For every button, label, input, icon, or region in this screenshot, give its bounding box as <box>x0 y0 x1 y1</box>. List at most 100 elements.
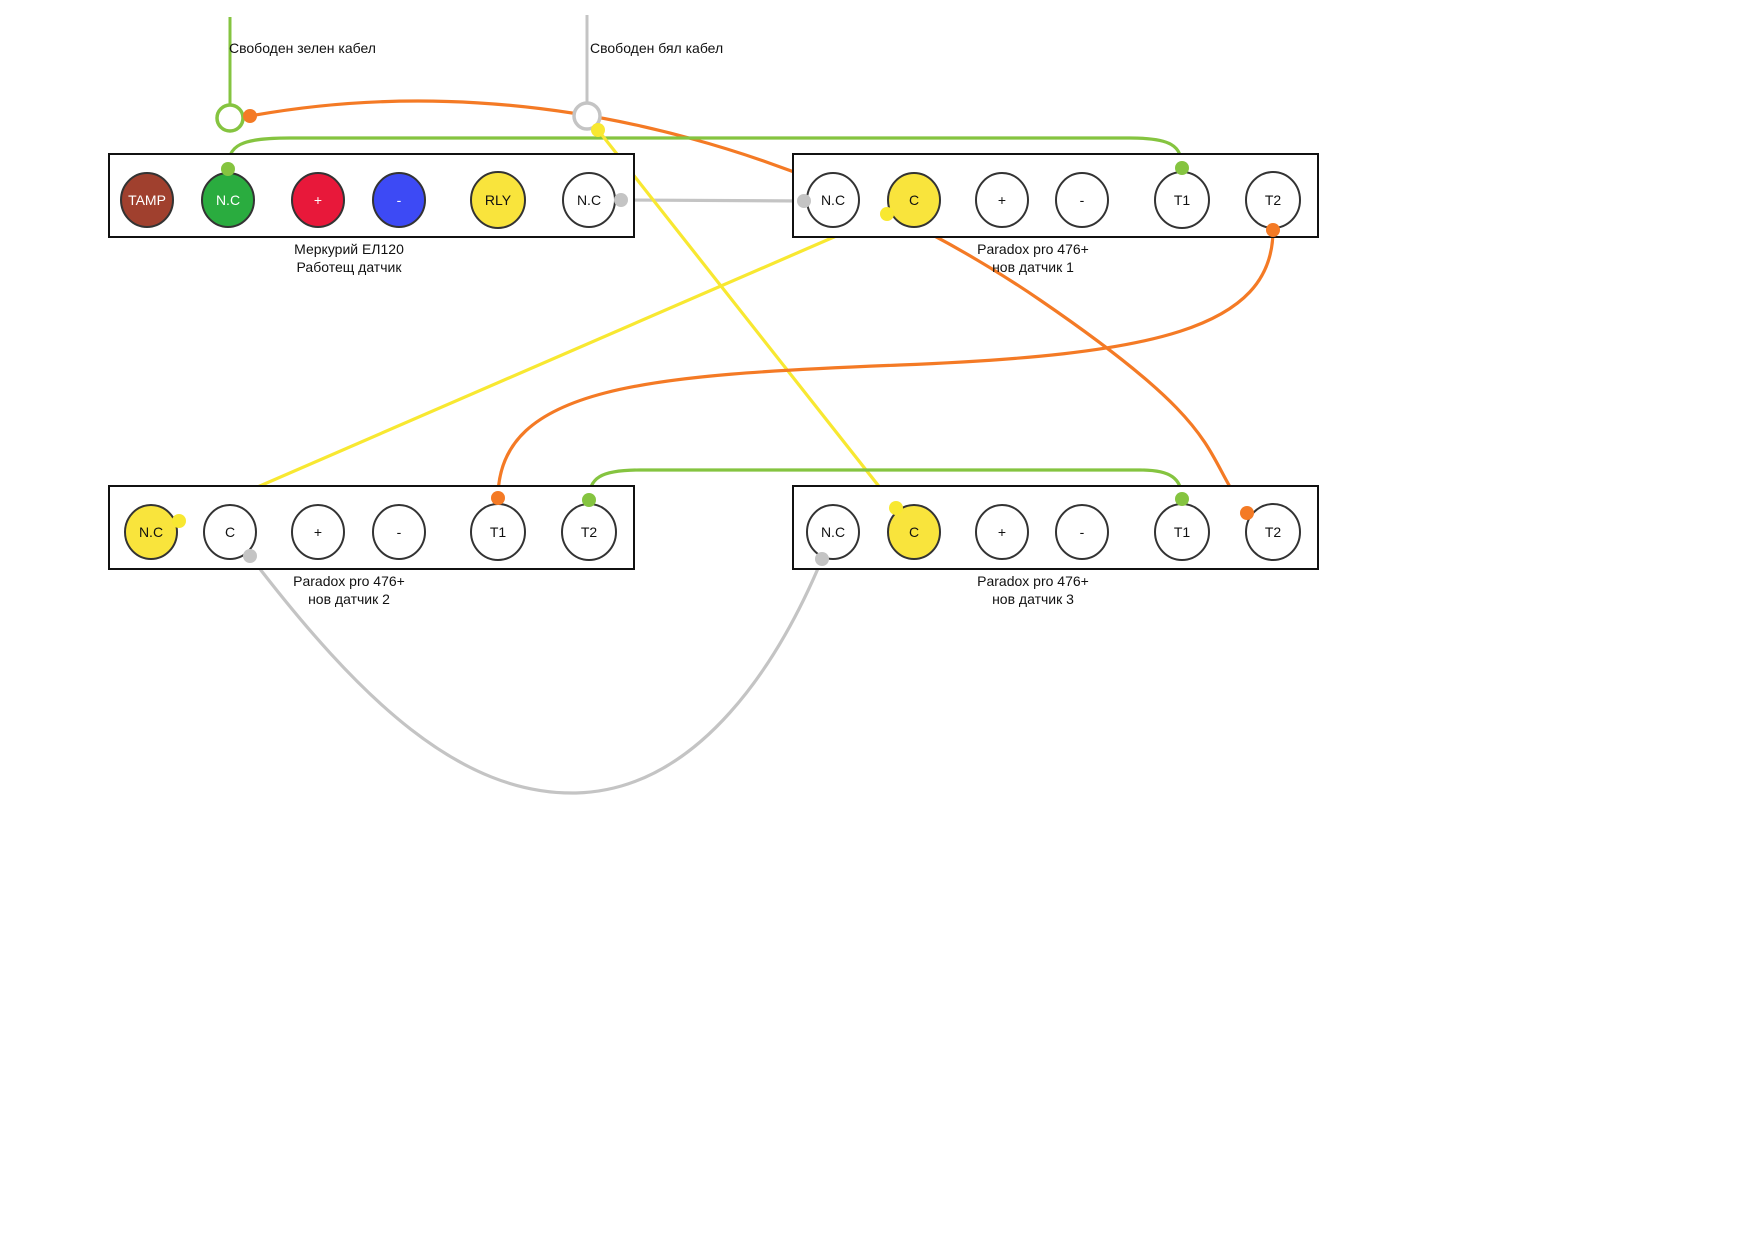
gray-wire-d0-nc-to-d1-nc <box>620 198 805 203</box>
wire-endpoint-dot <box>880 207 894 221</box>
device-box <box>108 485 635 570</box>
wire-endpoint-dot <box>172 514 186 528</box>
terminal-t1: T1 <box>1154 503 1210 561</box>
terminal-t1: T1 <box>470 503 526 561</box>
terminal-rly: RLY <box>470 171 526 229</box>
terminal-label: T2 <box>1265 192 1282 208</box>
terminal-t2: T2 <box>1245 503 1301 561</box>
orange-wire-free-green-to-d3-t2 <box>249 99 1249 514</box>
terminal-label: N.C <box>577 192 601 208</box>
wire-endpoint-dot <box>889 501 903 515</box>
terminal-label: T2 <box>1265 524 1282 540</box>
free-green-cable-label: Свободен зелен кабел <box>229 40 376 56</box>
terminal-: + <box>291 172 345 228</box>
wire-endpoint-dot <box>243 109 257 123</box>
wire-endpoint-dot <box>221 162 235 176</box>
terminal-: + <box>291 504 345 560</box>
terminal-circle <box>1055 172 1109 228</box>
terminal-c: C <box>887 504 941 560</box>
green-wire-d0-nc-to-d1-t1 <box>226 136 1184 170</box>
yellow-wire-free-white-to-d3-c <box>596 129 898 509</box>
terminal-label: T1 <box>1174 524 1191 540</box>
wire-endpoint-dot <box>243 549 257 563</box>
device-name: Paradox pro 476+ <box>977 241 1089 257</box>
device-subtitle: нов датчик 3 <box>992 591 1074 607</box>
terminal-tamp: TAMP <box>120 172 174 228</box>
wire-endpoint-dot <box>797 194 811 208</box>
terminal-circle <box>975 172 1029 228</box>
terminal-circle <box>291 504 345 560</box>
terminal-circle <box>372 504 426 560</box>
terminal-circle <box>887 504 941 560</box>
terminal-circle <box>1055 504 1109 560</box>
terminal-nc: N.C <box>806 172 860 228</box>
terminal-circle <box>975 504 1029 560</box>
terminal-label: + <box>314 524 322 540</box>
terminal-circle <box>291 172 345 228</box>
terminal-t2: T2 <box>1245 171 1301 229</box>
terminal-label: + <box>998 192 1006 208</box>
terminal-: - <box>1055 172 1109 228</box>
terminal-label: T1 <box>1174 192 1191 208</box>
terminal-label: TAMP <box>128 192 166 208</box>
terminal-circle <box>887 172 941 228</box>
terminal-: - <box>1055 504 1109 560</box>
terminal-label: - <box>397 524 402 540</box>
orange-wire-d1-t2-to-d2-t1 <box>496 229 1275 499</box>
device-box <box>108 153 635 238</box>
gray-wire-d2-c-to-d3-nc <box>248 555 824 795</box>
wire-endpoint-dot <box>1240 506 1254 520</box>
terminal-: - <box>372 172 426 228</box>
terminal-: + <box>975 504 1029 560</box>
terminal-label: T1 <box>490 524 507 540</box>
terminal-label: N.C <box>139 524 163 540</box>
terminal-circle <box>1245 503 1301 561</box>
terminal-circle <box>806 504 860 560</box>
terminal-label: N.C <box>216 192 240 208</box>
wire-endpoints <box>172 109 1280 566</box>
free-white-cable-end <box>572 101 602 131</box>
terminal-: + <box>975 172 1029 228</box>
wire-endpoint-dot <box>815 552 829 566</box>
terminal-nc: N.C <box>562 172 616 228</box>
wire-endpoint-dot <box>591 123 605 137</box>
terminal-label: N.C <box>821 192 845 208</box>
terminal-t1: T1 <box>1154 171 1210 229</box>
terminal-circle <box>120 172 174 228</box>
terminal-nc: N.C <box>124 504 178 560</box>
wire-endpoint-dot <box>491 491 505 505</box>
wire-endpoint-dot <box>1266 223 1280 237</box>
terminal-label: N.C <box>821 524 845 540</box>
terminal-circle <box>372 172 426 228</box>
terminal-circle <box>203 504 257 560</box>
terminal-label: - <box>397 192 402 208</box>
terminal-: - <box>372 504 426 560</box>
terminal-nc: N.C <box>201 172 255 228</box>
free-white-cable-label: Свободен бял кабел <box>590 40 723 56</box>
free-green-cable-end <box>215 103 245 133</box>
terminal-t2: T2 <box>561 503 617 561</box>
wire-endpoint-dot <box>582 493 596 507</box>
terminal-label: C <box>225 524 235 540</box>
wire-endpoint-dot <box>1175 492 1189 506</box>
terminal-label: T2 <box>581 524 598 540</box>
device-subtitle: нов датчик 2 <box>308 591 390 607</box>
terminal-label: + <box>998 524 1006 540</box>
green-wire-d2-t2-to-d3-t1 <box>587 468 1184 501</box>
free-cables: Свободен зелен кабел Свободен бял кабел <box>215 15 723 133</box>
terminal-label: - <box>1080 192 1085 208</box>
device-subtitle: нов датчик 1 <box>992 259 1074 275</box>
terminal-nc: N.C <box>806 504 860 560</box>
device-name: Paradox pro 476+ <box>977 573 1089 589</box>
terminal-label: C <box>909 524 919 540</box>
terminal-label: - <box>1080 524 1085 540</box>
wires <box>178 99 1275 795</box>
device-subtitle: Работещ датчик <box>297 259 403 275</box>
wire-endpoint-dot <box>614 193 628 207</box>
